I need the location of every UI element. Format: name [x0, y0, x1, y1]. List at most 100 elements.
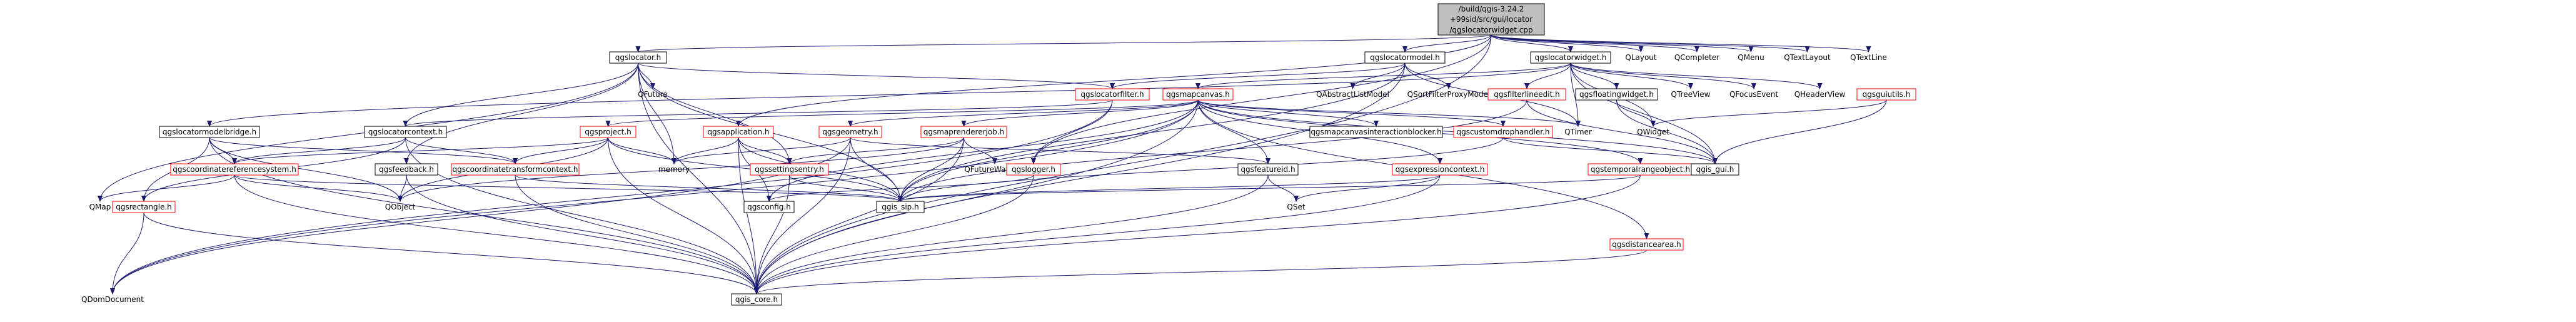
- edge-qgsproject_h-to-qgscoordinatereferencesystem_h: [232, 137, 608, 164]
- node-qgsapplication-h[interactable]: qgsapplication.h: [703, 126, 774, 138]
- edge-qgssettingsentry_h-to-qgis_core_h: [754, 174, 790, 294]
- node-qgsguiutils-h[interactable]: qgsguiutils.h: [1856, 88, 1916, 101]
- node-qgssettingsentry-h[interactable]: qgssettingsentry.h: [750, 163, 829, 176]
- edge-qgslocatorwidget_h-to-qgsfloatingwidget_h: [1570, 63, 1619, 89]
- edge-qgsmapcanvas_h-to-qgsmapcanvasinteractionblocker_h: [1197, 99, 1379, 127]
- node-label: qgslocatorwidget.h: [1535, 53, 1607, 62]
- node-qgsproject-h[interactable]: qgsproject.h: [580, 126, 636, 138]
- node-label: qgscoordinatetransformcontext.h: [453, 165, 578, 174]
- edge-qgsrectangle_h-to-qgis_core_h: [143, 212, 759, 294]
- edge-qgstemporalrangeobject_h-to-qgis_core_h: [754, 174, 1641, 294]
- node-qgsconfig-h[interactable]: qgsconfig.h: [743, 201, 795, 213]
- edge-qgscoordinatereferencesystem_h-to-QMap: [98, 174, 235, 202]
- node-qgis-core-h[interactable]: qgis_core.h: [731, 293, 782, 306]
- edge-root-to-qgslocator_h: [636, 34, 1492, 53]
- node-QObject: QObject: [385, 203, 416, 211]
- node-label: qgslogger.h: [1012, 165, 1055, 174]
- edge-qgslocatorfilter_h-to-qgslocatorcontext_h: [403, 99, 1113, 127]
- edge-root-to-qgslocatormodel_h: [1402, 34, 1492, 53]
- edge-root-to-QLayout: [1491, 34, 1644, 53]
- node-qgslocatormodelbridge-h[interactable]: qgslocatormodelbridge.h: [159, 126, 260, 138]
- node-qgstemporalrangeobject-h[interactable]: qgstemporalrangeobject.h: [1587, 163, 1693, 176]
- edge-qgstemporalrangeobject_h-to-qgis_sip_h: [898, 174, 1641, 202]
- edge-qgslocatorfilter_h-to-QDomDocument: [110, 99, 1113, 294]
- node-qgslocatormodel-h[interactable]: qgslocatormodel.h: [1364, 51, 1446, 64]
- node-label: qgsfeedback.h: [379, 165, 434, 174]
- node-QTextLayout: QTextLayout: [1784, 53, 1831, 62]
- edge-qgsmapcanvas_h-to-qgsmaprendererjob_h: [961, 99, 1199, 127]
- edge-qgslocatormodel_h-to-qgis_sip_h: [898, 63, 1406, 202]
- node-qgsmapcanvasinteractionblocker-h[interactable]: qgsmapcanvasinteractionblocker.h: [1309, 126, 1443, 138]
- node-QCompleter: QCompleter: [1674, 53, 1719, 62]
- node-box: [1609, 238, 1684, 251]
- edge-qgsmapcanvas_h-to-qgsgeometry_h: [848, 99, 1199, 127]
- node-label: qgslocatorcontext.h: [368, 128, 443, 136]
- edge-qgslocatorwidget_h-to-QTreeView: [1570, 63, 1693, 89]
- node-box: [1006, 163, 1061, 176]
- node-qgscustomdrophandler-h[interactable]: qgscustomdrophandler.h: [1453, 126, 1553, 138]
- node-qgsfilterlineedit-h[interactable]: qgsfilterlineedit.h: [1487, 88, 1566, 101]
- edge-qgslocator_h-to-qgslocatorcontext_h: [403, 63, 638, 127]
- node-qgsfeatureid-h[interactable]: qgsfeatureid.h: [1237, 163, 1299, 176]
- node-label: QSortFilterProxyModel: [1407, 90, 1491, 99]
- node-QTreeView: QTreeView: [1671, 90, 1711, 99]
- node-qgslocatorwidget-h[interactable]: qgslocatorwidget.h: [1530, 51, 1611, 64]
- node-label-line: +99sid/src/gui/locator: [1450, 15, 1532, 24]
- node-label: qgsmapcanvas.h: [1166, 90, 1230, 99]
- node-label: qgsdistancearea.h: [1612, 240, 1681, 249]
- node-qgscoordinatereferencesystem-h[interactable]: qgscoordinatereferencesystem.h: [170, 163, 299, 176]
- node-box: [1530, 51, 1611, 64]
- node-box: [876, 201, 925, 213]
- node-qgsexpressioncontext-h[interactable]: qgsexpressioncontext.h: [1392, 163, 1488, 176]
- edge-qgsfloatingwidget_h-to-qgis_gui_h: [1616, 99, 1718, 164]
- node-qgslogger-h[interactable]: qgslogger.h: [1006, 163, 1061, 176]
- node-label: QMenu: [1738, 53, 1764, 62]
- node-label: QTimer: [1564, 128, 1592, 136]
- node-QMap: QMap: [89, 203, 111, 211]
- edge-qgsmaprendererjob_h-to-qgis_sip_h: [898, 137, 964, 202]
- node-box: [170, 163, 299, 176]
- node-label: qgsfeatureid.h: [1240, 165, 1295, 174]
- node-box: [1453, 126, 1553, 138]
- node-qgslocatorfilter-h[interactable]: qgslocatorfilter.h: [1075, 88, 1150, 101]
- edge-qgslocatorwidget_h-to-qgis_gui_h: [1570, 63, 1718, 164]
- edge-qgslocatormodel_h-to-qgslocatorfilter_h: [1110, 63, 1406, 89]
- node-label: QFuture: [638, 90, 668, 99]
- edge-qgslocatorcontext_h-to-qgscoordinatetransformcontext_h: [405, 137, 518, 164]
- node-qgslocator-h[interactable]: qgslocator.h: [609, 51, 667, 64]
- node-qgsmaprendererjob-h[interactable]: qgsmaprendererjob.h: [920, 126, 1007, 138]
- edge-qgscoordinatereferencesystem_h-to-qgis_sip_h: [234, 174, 903, 202]
- node-box: [375, 163, 438, 176]
- edge-qgsmapcanvas_h-to-QTimer: [1197, 99, 1581, 127]
- node-label: qgscoordinatereferencesystem.h: [173, 165, 296, 174]
- node-qgsgeometry-h[interactable]: qgsgeometry.h: [818, 126, 882, 138]
- edge-qgscoordinatetransformcontext_h-to-qgis_core_h: [515, 174, 759, 294]
- node-label: QFocusEvent: [1729, 90, 1778, 99]
- edge-qgslocator_h-to-qgis_core_h: [638, 63, 759, 294]
- node-label: qgsproject.h: [585, 128, 631, 136]
- node-qgis-sip-h[interactable]: qgis_sip.h: [876, 201, 925, 213]
- node-QTimer: QTimer: [1564, 128, 1592, 136]
- node-qgsmapcanvas-h[interactable]: qgsmapcanvas.h: [1162, 88, 1234, 101]
- node-qgslocatorcontext-h[interactable]: qgslocatorcontext.h: [364, 126, 447, 138]
- node-label: qgsmapcanvasinteractionblocker.h: [1311, 128, 1441, 136]
- edge-qgscoordinatereferencesystem_h-to-QObject: [234, 174, 403, 202]
- node-box: [1691, 163, 1739, 176]
- node-root[interactable]: /build/qgis-3.24.2+99sid/src/gui/locator…: [1437, 3, 1545, 36]
- node-qgsfloatingwidget-h[interactable]: qgsfloatingwidget.h: [1575, 88, 1658, 101]
- edge-qgsmaprendererjob_h-to-qgssettingsentry_h: [787, 137, 964, 164]
- node-qgis-gui-h[interactable]: qgis_gui.h: [1691, 163, 1739, 176]
- edge-qgslogger_h-to-qgis_core_h: [754, 174, 1034, 294]
- node-qgsdistancearea-h[interactable]: qgsdistancearea.h: [1609, 238, 1684, 251]
- node-qgscoordinatetransformcontext-h[interactable]: qgscoordinatetransformcontext.h: [451, 163, 580, 176]
- node-qgsfeedback-h[interactable]: qgsfeedback.h: [375, 163, 438, 176]
- node-qgsrectangle-h[interactable]: qgsrectangle.h: [112, 201, 176, 213]
- edge-qgslocatorwidget_h-to-QTimer: [1570, 63, 1581, 127]
- edge-qgscustomdrophandler_h-to-qgis_gui_h: [1502, 137, 1718, 164]
- edge-qgsgeometry_h-to-qgis_core_h: [754, 137, 851, 294]
- edge-qgsexpressioncontext_h-to-qgis_sip_h: [898, 174, 1441, 202]
- edge-root-to-QCompleter: [1491, 34, 1699, 53]
- node-label: qgscustomdrophandler.h: [1456, 128, 1549, 136]
- edge-root-to-QTextLayout: [1491, 34, 1810, 53]
